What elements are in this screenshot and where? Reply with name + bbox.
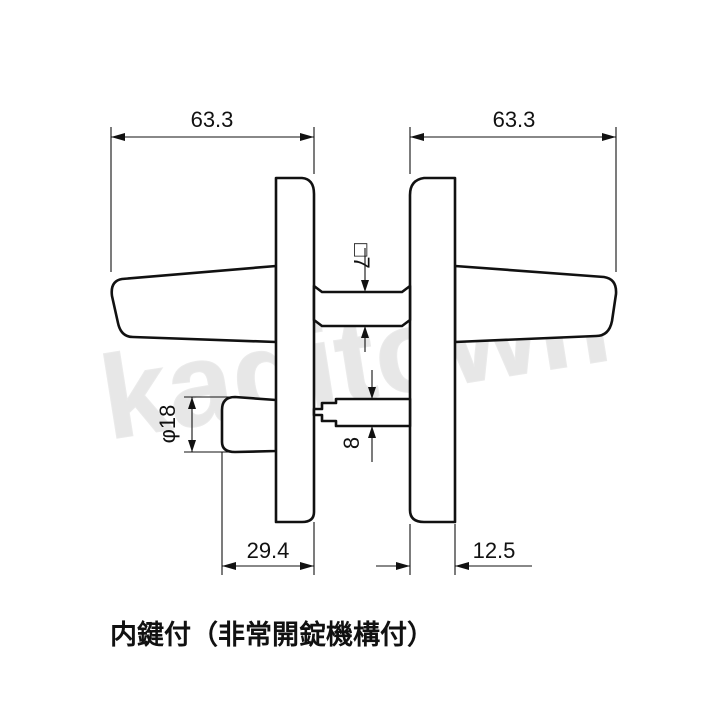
dimension-left-length: 63.3 xyxy=(110,107,315,272)
dimension-inner-projection-label: 29.4 xyxy=(247,538,290,563)
dimension-diameter: φ18 xyxy=(155,396,232,453)
caption: 内鍵付（非常開錠機構付） xyxy=(110,619,434,651)
left-lever-arm xyxy=(110,264,278,344)
dimension-inner-projection: 29.4 xyxy=(221,452,315,575)
dimension-left-length-label: 63.3 xyxy=(191,107,234,132)
dimension-thread: 8 xyxy=(339,370,376,462)
right-lever-arm xyxy=(453,264,618,344)
dimension-right-length-label: 63.3 xyxy=(493,107,536,132)
right-rose-plate xyxy=(408,176,457,524)
dimension-outer-projection: 12.5 xyxy=(376,524,532,575)
dimension-spindle-square: □7 xyxy=(349,243,374,352)
dimension-diameter-label: φ18 xyxy=(155,405,180,444)
spindle-upper xyxy=(312,284,412,328)
dimension-spindle-square-label: □7 xyxy=(349,243,374,269)
spindle-lower xyxy=(312,397,412,428)
left-thumbturn xyxy=(220,395,278,454)
dimension-outer-projection-label: 12.5 xyxy=(473,538,516,563)
left-rose-plate xyxy=(274,176,316,524)
dimension-thread-label: 8 xyxy=(339,437,364,449)
dimension-right-length: 63.3 xyxy=(409,107,617,272)
